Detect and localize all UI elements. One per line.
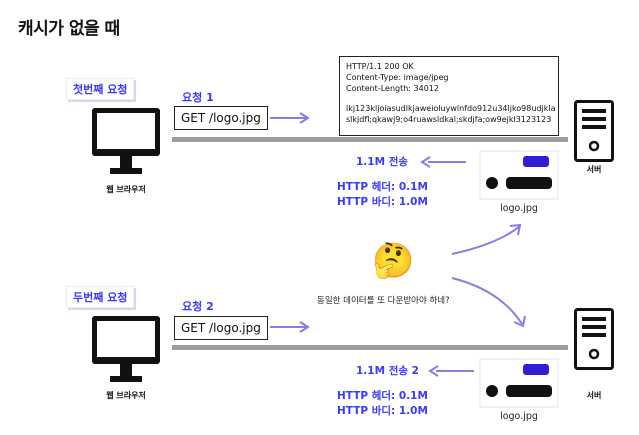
logo-caption-1: logo.jpg (500, 203, 538, 214)
browser-monitor-icon (92, 108, 160, 174)
response-line: HTTP/1.1 200 OK (346, 62, 414, 71)
response-blank-line (346, 94, 552, 103)
transfer-1-label: 1.1M 전송 (356, 156, 409, 168)
response-arrow-1 (420, 156, 466, 168)
thinking-face-icon: 🤔 (372, 241, 415, 281)
server-icon (574, 308, 614, 370)
request-1-title: 요청 1 (182, 91, 214, 104)
network-line-2 (172, 345, 568, 350)
thinking-text: 동일한 데이터를 또 다운받아야 하네? (317, 296, 450, 306)
response-line: slkjdfl;qkawj9;o4ruawsldkal;skdjfa;ow9ej… (346, 115, 552, 124)
browser-monitor-icon (92, 316, 160, 382)
body-size-1: HTTP 바디: 1.0M (337, 196, 428, 208)
browser-label: 웹 브라우저 (106, 391, 146, 400)
request-1-box: GET /logo.jpg (174, 106, 268, 130)
logo-caption-2: logo.jpg (500, 411, 538, 422)
request-arrow-1 (270, 112, 310, 124)
request-arrow-2 (270, 321, 310, 333)
curved-arrows (451, 223, 526, 328)
network-line-1 (172, 137, 568, 142)
response-line: Content-Type: image/jpeg (346, 73, 449, 82)
logo-image-icon (479, 150, 559, 200)
logo-image-icon (479, 358, 559, 408)
request-2-box: GET /logo.jpg (174, 316, 268, 340)
response-line: Content-Length: 34012 (346, 84, 439, 93)
page-title: 캐시가 없을 때 (18, 19, 120, 39)
server-label: 서버 (586, 165, 602, 174)
browser-label: 웹 브라우저 (106, 185, 146, 194)
response-box: HTTP/1.1 200 OK Content-Type: image/jpeg… (339, 56, 559, 136)
request-2-title: 요청 2 (182, 300, 214, 313)
second-request-tag: 두번째 요청 (66, 286, 135, 308)
server-label: 서버 (586, 391, 602, 400)
first-request-tag: 첫번째 요청 (66, 78, 135, 100)
body-size-2: HTTP 바디: 1.0M (337, 405, 428, 417)
response-arrow-2 (428, 365, 474, 377)
header-size-2: HTTP 헤더: 0.1M (337, 390, 428, 402)
server-icon (574, 100, 614, 162)
header-size-1: HTTP 헤더: 0.1M (337, 181, 428, 193)
transfer-2-label: 1.1M 전송 2 (356, 365, 419, 377)
response-line: lkj123kljoiasudlkjaweioluywlnfdo912u34lj… (346, 104, 556, 113)
